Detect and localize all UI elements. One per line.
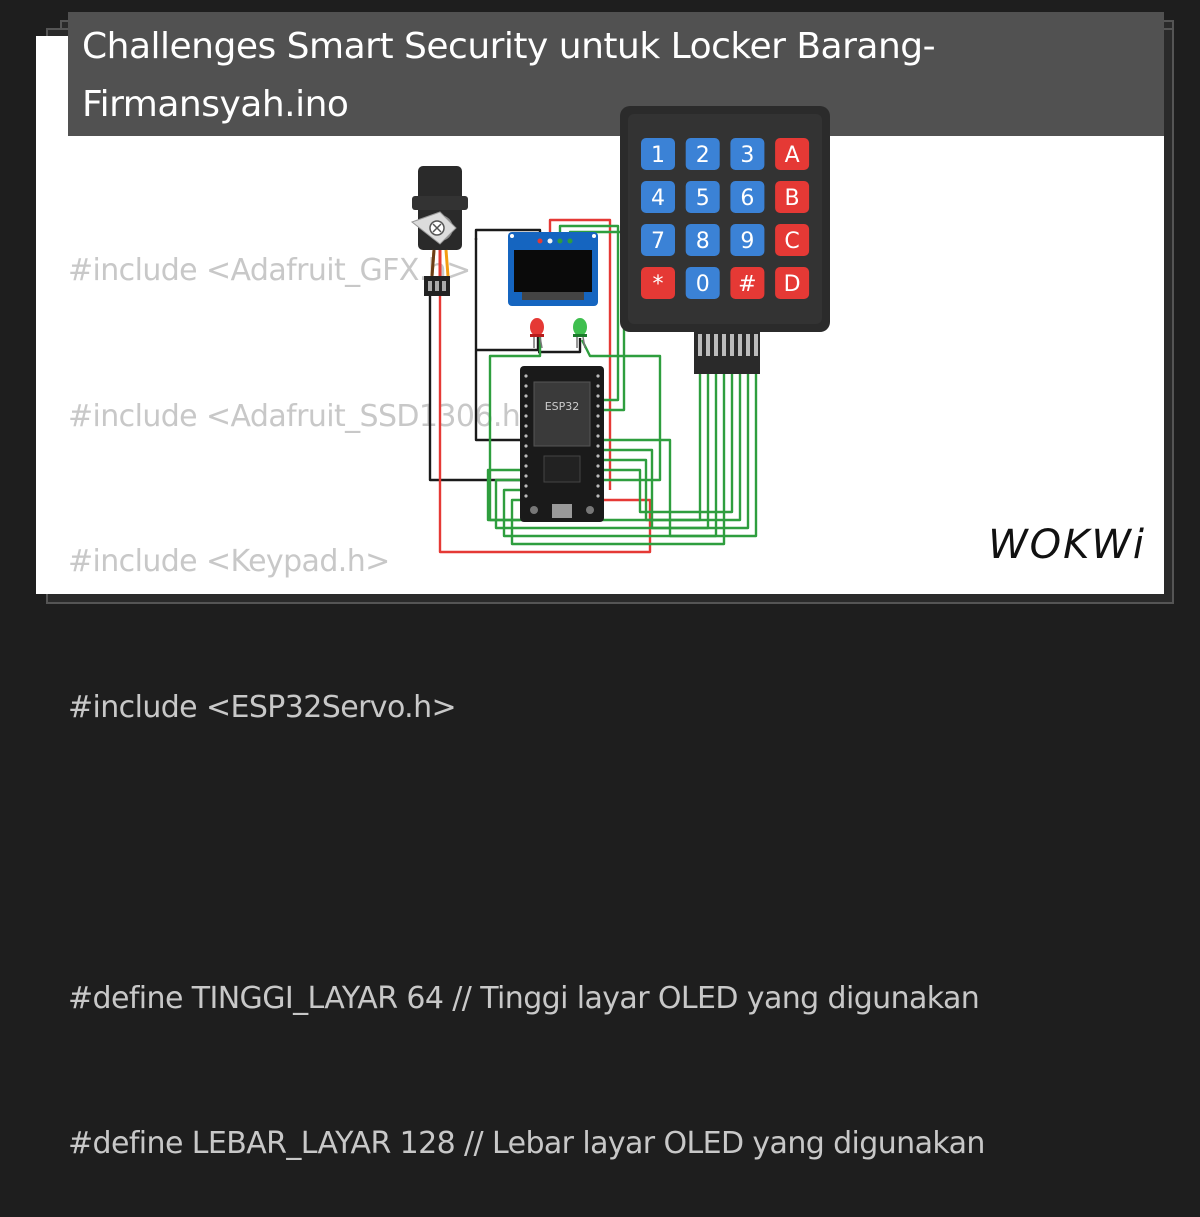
- wire-green: [604, 374, 750, 530]
- wokwi-logo: WOKWi: [988, 522, 1146, 568]
- servo-motor[interactable]: [410, 166, 468, 296]
- keypad-key-9[interactable]: 9: [730, 224, 765, 256]
- page-title: Challenges Smart Security untuk Locker B…: [82, 26, 936, 125]
- keypad-key-label: 7: [651, 229, 665, 254]
- keypad-key-label: 4: [651, 186, 665, 211]
- led-green[interactable]: [573, 318, 587, 349]
- keypad-key-label: #: [738, 272, 756, 297]
- wire-green: [510, 374, 726, 546]
- circuit-diagram: ESP32 1 2 3 A 4 5 6 B 7 8 9 C * 0 # D: [410, 106, 830, 554]
- keypad-key-label: 9: [740, 229, 754, 254]
- oled-display[interactable]: [508, 232, 598, 306]
- wire-green: [558, 224, 620, 402]
- wire-green: [604, 374, 758, 538]
- code-line: #include <Adafruit_SSD1306.h>: [68, 398, 545, 434]
- keypad-key-label: 3: [740, 143, 754, 168]
- keypad-key-C[interactable]: C: [775, 224, 810, 256]
- code-line: #define TINGGI_LAYAR 64 // Tinggi layar …: [68, 980, 980, 1016]
- code-line: #include <Keypad.h>: [68, 544, 390, 579]
- wire-red: [438, 296, 652, 554]
- keypad-key-0[interactable]: 0: [685, 267, 720, 299]
- keypad-key-label: D: [784, 272, 801, 297]
- wire-green: [502, 374, 718, 538]
- keypad-key-2[interactable]: 2: [685, 138, 720, 170]
- keypad-key-D[interactable]: D: [775, 267, 810, 299]
- keypad-key-4[interactable]: 4: [641, 181, 675, 213]
- code-line: #define LEBAR_LAYAR 128 // Lebar layar O…: [68, 1126, 985, 1161]
- keypad-key-1[interactable]: 1: [641, 138, 675, 170]
- keypad-key-label: C: [784, 229, 799, 254]
- code-line: #include <ESP32Servo.h>: [68, 689, 457, 725]
- esp32-label: ESP32: [545, 400, 580, 413]
- keypad-key-star[interactable]: *: [641, 267, 675, 299]
- keypad[interactable]: 1 2 3 A 4 5 6 B 7 8 9 C * 0 # D: [620, 106, 830, 332]
- keypad-connector: [694, 330, 760, 374]
- wire-green: [486, 374, 702, 522]
- keypad-key-label: 8: [696, 229, 710, 254]
- wire-green: [604, 374, 734, 514]
- keypad-key-hash[interactable]: #: [730, 267, 765, 299]
- keypad-key-label: 2: [696, 143, 710, 168]
- keypad-key-6[interactable]: 6: [730, 181, 765, 213]
- wire-green: [494, 374, 710, 530]
- keypad-key-label: 6: [740, 186, 754, 211]
- keypad-key-label: 5: [696, 186, 710, 211]
- title-bar: [68, 12, 1164, 136]
- wire-black: [476, 336, 540, 352]
- keypad-key-label: 0: [696, 272, 710, 297]
- led-red[interactable]: [530, 318, 544, 349]
- keypad-key-A[interactable]: A: [775, 138, 810, 170]
- wire-black: [538, 338, 582, 354]
- keypad-key-label: *: [653, 272, 664, 297]
- keypad-key-8[interactable]: 8: [685, 224, 720, 256]
- keypad-key-label: 1: [651, 143, 665, 168]
- keypad-key-5[interactable]: 5: [685, 181, 720, 213]
- keypad-key-label: B: [785, 186, 800, 211]
- keypad-key-label: A: [785, 143, 800, 168]
- wire-green: [604, 374, 742, 522]
- keypad-key-7[interactable]: 7: [641, 224, 675, 256]
- wire-black: [474, 238, 520, 442]
- code-line: [68, 829, 985, 878]
- esp32-board[interactable]: ESP32: [520, 366, 604, 522]
- keypad-key-B[interactable]: B: [775, 181, 810, 213]
- keypad-key-3[interactable]: 3: [730, 138, 765, 170]
- wire-green: [580, 339, 662, 482]
